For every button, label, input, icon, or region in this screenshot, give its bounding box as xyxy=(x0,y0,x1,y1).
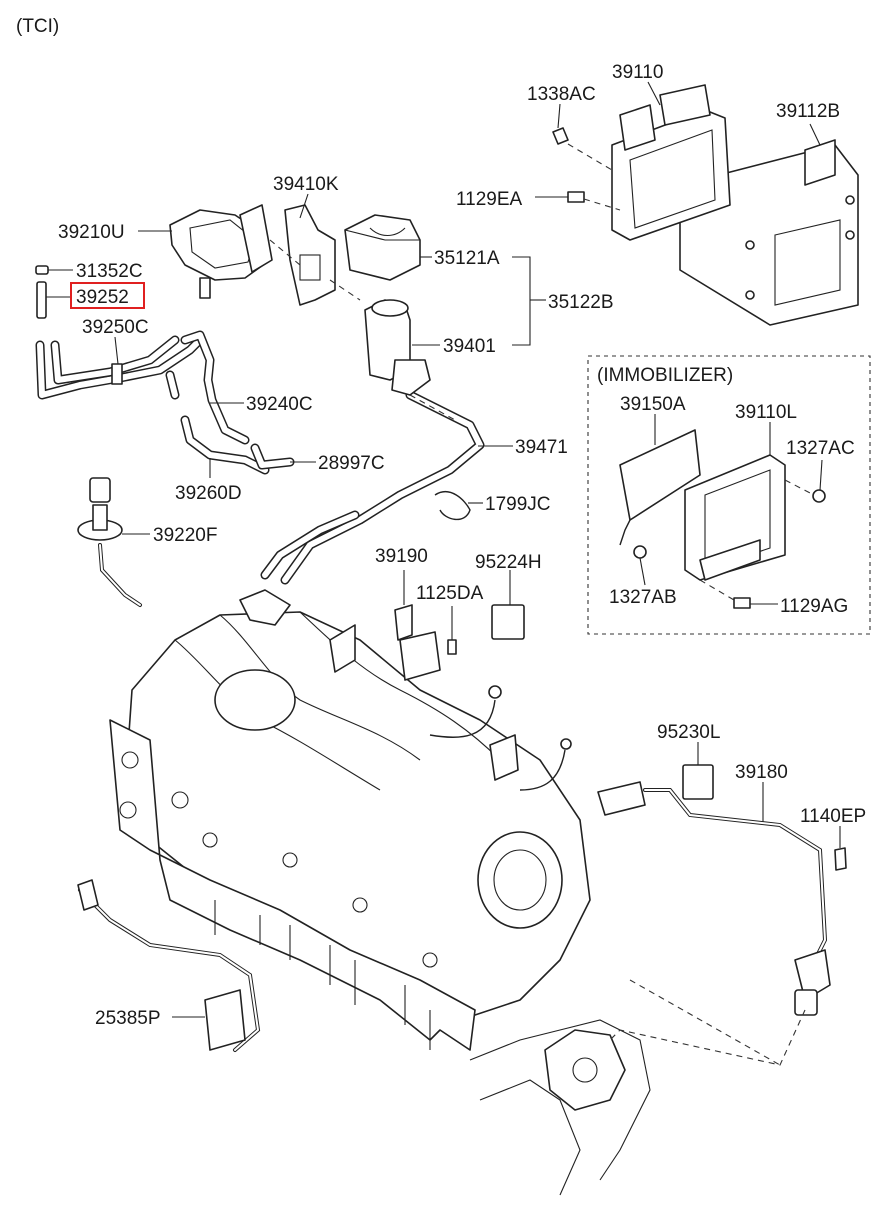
part-label-1125DA[interactable]: 1125DA xyxy=(416,583,484,604)
part-label-39471[interactable]: 39471 xyxy=(515,437,568,458)
glow-relay-illustration xyxy=(77,879,261,1052)
part-label-39190[interactable]: 39190 xyxy=(375,546,428,567)
part-label-35122B[interactable]: 35122B xyxy=(548,292,614,313)
ecu-illustration xyxy=(552,84,859,326)
leader-lines xyxy=(46,81,841,1066)
part-label-35121A[interactable]: 35121A xyxy=(434,248,500,269)
knock-sensor-harness-illustration xyxy=(597,764,847,1016)
part-label-39110L[interactable]: 39110L xyxy=(735,402,797,423)
part-label-1799JC[interactable]: 1799JC xyxy=(485,494,551,515)
part-label-1140EP[interactable]: 1140EP xyxy=(800,806,866,827)
part-label-39260D[interactable]: 39260D xyxy=(175,483,242,504)
bracket-illustration xyxy=(284,204,336,306)
part-label-31352C[interactable]: 31352C xyxy=(76,261,143,282)
part-label-39252[interactable]: 39252 xyxy=(76,287,129,308)
clip-illustration xyxy=(434,491,471,521)
relay-illustration xyxy=(394,604,525,681)
solenoid-valve-illustration xyxy=(364,299,431,396)
part-label-1338AC[interactable]: 1338AC xyxy=(527,84,596,105)
part-label-25385P[interactable]: 25385P xyxy=(95,1008,161,1029)
part-label-39180[interactable]: 39180 xyxy=(735,762,788,783)
vacuum-hoses xyxy=(35,265,485,585)
variant-label: (TCI) xyxy=(16,16,59,37)
part-labels: (TCI) 39110 1338AC 39112B 1129EA 39410K … xyxy=(16,16,866,1029)
part-label-28997C[interactable]: 28997C xyxy=(318,453,385,474)
part-label-39250C[interactable]: 39250C xyxy=(82,317,149,338)
part-label-39150A[interactable]: 39150A xyxy=(620,394,686,415)
engine-block-illustration xyxy=(109,589,651,1196)
immobilizer-label: (IMMOBILIZER) xyxy=(597,365,733,386)
part-label-1129EA[interactable]: 1129EA xyxy=(456,189,523,210)
part-label-1129AG[interactable]: 1129AG xyxy=(780,596,848,617)
cover-illustration xyxy=(344,214,421,281)
part-label-39240C[interactable]: 39240C xyxy=(246,394,313,415)
part-label-39220F[interactable]: 39220F xyxy=(153,525,217,546)
part-label-39110[interactable]: 39110 xyxy=(612,62,663,83)
part-label-39401[interactable]: 39401 xyxy=(443,336,496,357)
part-label-39112B[interactable]: 39112B xyxy=(776,101,840,122)
highlight-box xyxy=(70,282,145,309)
part-label-39210U[interactable]: 39210U xyxy=(58,222,125,243)
part-label-1327AB[interactable]: 1327AB xyxy=(609,587,677,608)
part-label-1327AC[interactable]: 1327AC xyxy=(786,438,855,459)
part-label-39410K[interactable]: 39410K xyxy=(273,174,339,195)
part-label-95224H[interactable]: 95224H xyxy=(475,552,542,573)
temperature-sensor-illustration xyxy=(77,477,142,607)
part-label-95230L[interactable]: 95230L xyxy=(657,722,720,743)
map-sensor-illustration xyxy=(169,204,273,299)
